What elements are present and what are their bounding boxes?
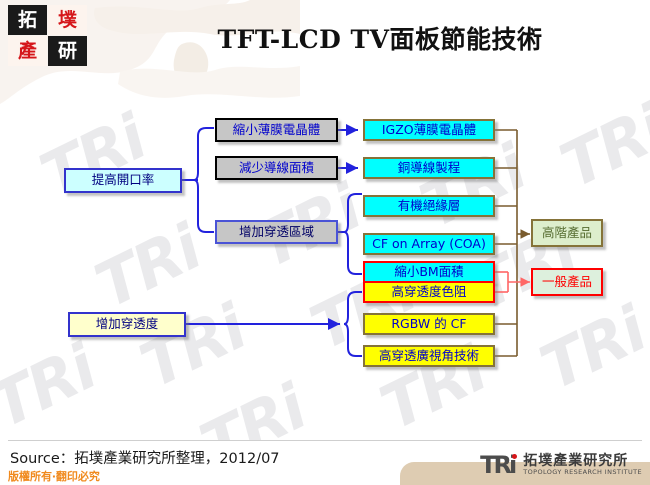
seal-char-bottom-right: 研 <box>48 36 87 66</box>
tri-name-en: TOPOLOGY RESEARCH INSTITUTE <box>523 467 642 476</box>
footer-band <box>400 462 650 485</box>
node-reduce-wire[interactable]: 減少導線面積 <box>215 156 338 180</box>
node-wide-view[interactable]: 高穿透廣視角技術 <box>363 345 495 367</box>
footer-divider <box>8 440 642 441</box>
node-cu-wire[interactable]: 銅導線製程 <box>363 157 495 179</box>
connector-transmittance-line <box>186 291 362 357</box>
connector-aperture-brace <box>182 127 214 233</box>
source-note: Source：拓墣產業研究所整理，2012/07 <box>10 451 280 467</box>
tri-logo-text: 拓墣產業研究所 TOPOLOGY RESEARCH INSTITUTE <box>523 454 642 476</box>
connector-general-bus <box>495 271 530 293</box>
diagram-canvas: 提高開口率 增加穿透度 縮小薄膜電晶體 減少導線面積 增加穿透區域 IGZO薄膜… <box>0 100 650 420</box>
footer-tri-logo: TRi 拓墣產業研究所 TOPOLOGY RESEARCH INSTITUTE <box>480 452 642 478</box>
node-shrink-tft[interactable]: 縮小薄膜電晶體 <box>215 118 338 142</box>
copyright-note: 版權所有‧翻印必究 <box>8 470 100 483</box>
node-aperture[interactable]: 提高開口率 <box>64 168 182 193</box>
seal-char-top-right: 墣 <box>48 5 87 35</box>
connector-highend-bus <box>495 129 530 357</box>
node-high-trans-cr[interactable]: 高穿透度色阻 <box>363 281 495 303</box>
seal-char-bottom-left: 產 <box>8 36 47 66</box>
node-transmittance[interactable]: 增加穿透度 <box>68 312 186 337</box>
node-general-product[interactable]: 一般產品 <box>531 268 603 296</box>
node-high-end-product[interactable]: 高階產品 <box>531 219 603 247</box>
node-rgbw-cf[interactable]: RGBW 的 CF <box>363 313 495 335</box>
node-coa[interactable]: CF on Array (COA) <box>363 233 495 255</box>
connector-lines <box>182 124 530 357</box>
tri-name-cn: 拓墣產業研究所 <box>523 453 629 470</box>
seal-char-top-left: 拓 <box>8 5 47 35</box>
tri-wordmark: TRi <box>480 453 518 477</box>
company-seal-logo: 拓 墣 產 研 <box>8 5 88 67</box>
node-shrink-bm[interactable]: 縮小BM面積 <box>363 261 495 283</box>
connector-increase-area-brace <box>338 193 362 275</box>
page-title: TFT-LCD TV面板節能技術 <box>217 25 543 54</box>
node-igzo[interactable]: IGZO薄膜電晶體 <box>363 119 495 141</box>
node-organic-insulator[interactable]: 有機絕緣層 <box>363 195 495 217</box>
tri-dot-icon <box>512 454 518 459</box>
tri-wordmark-text: TRi <box>480 451 517 479</box>
node-increase-area[interactable]: 增加穿透區域 <box>215 220 338 244</box>
